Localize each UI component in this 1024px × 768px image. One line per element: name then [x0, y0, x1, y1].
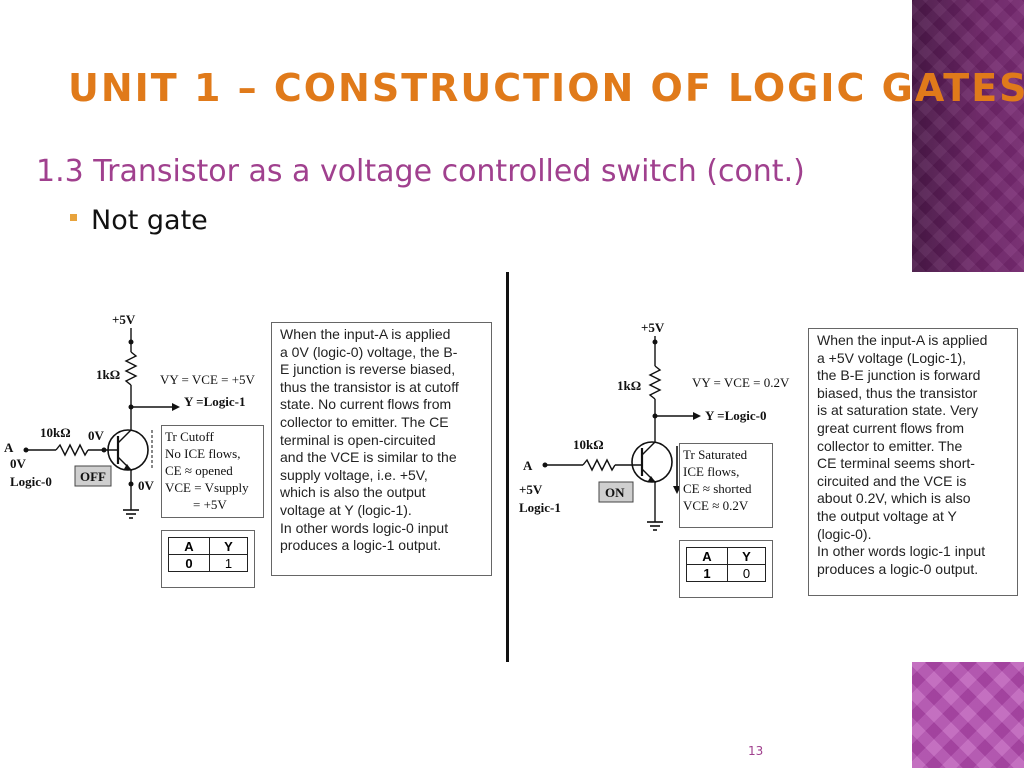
truth-header-y: Y — [726, 547, 767, 565]
right-base-resistor — [582, 458, 616, 472]
left-supply-label: +5V — [112, 312, 136, 327]
right-input-logic: Logic-1 — [519, 500, 561, 515]
slide-subtitle: 1.3 Transistor as a voltage controlled s… — [36, 154, 805, 189]
note-line: thus the transistor is at cutoff — [280, 378, 459, 395]
left-circuit-diagram: +5V 1kΩ VY = VCE = +5V Y =Logic-1 0V A — [0, 300, 270, 530]
note-line: terminal is open-circuited — [280, 431, 436, 448]
note-line: a 0V (logic-0) voltage, the B- — [280, 343, 458, 360]
note-line: the output voltage at Y — [817, 507, 957, 524]
note-line: and the VCE is similar to the — [280, 449, 457, 466]
left-emitter-voltage: 0V — [138, 478, 155, 493]
note-line: In other words logic-1 input — [817, 543, 986, 560]
note-line: biased, thus the transistor — [817, 384, 978, 401]
truth-cell-y: 0 — [726, 564, 767, 582]
right-y-label: Y =Logic-0 — [705, 408, 766, 423]
decorative-panel-top — [912, 0, 1024, 272]
note-line: When the input-A is applied — [280, 326, 451, 342]
truth-cell-y: 1 — [208, 554, 249, 572]
left-state-line: VCE = Vsupply — [165, 480, 249, 495]
left-rb-label: 10kΩ — [40, 425, 71, 440]
bullet-square-icon — [70, 214, 77, 221]
bullet-item: Not gate — [70, 205, 208, 236]
right-circuit-diagram: +5V 1kΩ VY = VCE = 0.2V Y =Logic-0 A 10k… — [515, 310, 805, 540]
page-number: 13 — [748, 744, 764, 758]
note-line: (logic-0). — [817, 525, 872, 542]
note-line: state. No current flows from — [280, 396, 452, 413]
right-switch-state: ON — [605, 485, 625, 500]
left-switch-state: OFF — [80, 469, 106, 484]
note-line: which is also the output — [280, 484, 426, 501]
left-rc-label: 1kΩ — [96, 367, 120, 382]
note-line: In other words logic-0 input — [280, 519, 449, 536]
note-line: E junction is reverse biased, — [280, 361, 456, 378]
note-line: voltage at Y (logic-1). — [280, 501, 412, 518]
left-vy-equation: VY = VCE = +5V — [160, 372, 256, 387]
note-line: a +5V voltage (Logic-1), — [817, 349, 967, 366]
right-rc-label: 1kΩ — [617, 378, 641, 393]
note-line: the B-E junction is forward — [817, 367, 981, 384]
left-input-name: A — [4, 440, 14, 455]
right-state-line: ICE flows, — [683, 464, 740, 479]
note-line: CE terminal seems short- — [817, 455, 975, 472]
left-input-logic: Logic-0 — [10, 474, 52, 489]
decorative-panel-bottom — [912, 662, 1024, 768]
left-transistor-state-box: Tr Cutoff No ICE flows, CE ≈ opened VCE … — [161, 425, 264, 518]
note-line: is at saturation state. Very — [817, 402, 979, 419]
right-explanation-box: When the input-A is applied a +5V voltag… — [808, 328, 1018, 596]
truth-header-a: A — [168, 537, 210, 555]
right-collector-resistor — [648, 365, 662, 400]
note-line: great current flows from — [817, 419, 965, 436]
note-line: supply voltage, i.e. +5V, — [280, 466, 428, 483]
truth-header-a: A — [686, 547, 728, 565]
right-transistor — [631, 441, 673, 483]
right-state-line: VCE ≈ 0.2V — [683, 498, 749, 513]
left-state-line: = +5V — [193, 497, 227, 512]
right-state-line: CE ≈ shorted — [683, 481, 752, 496]
left-state-line: Tr Cutoff — [165, 429, 214, 444]
note-line: When the input-A is applied — [817, 332, 988, 348]
note-line: produces a logic-0 output. — [817, 560, 979, 577]
right-state-line: Tr Saturated — [683, 447, 748, 462]
note-line: collector to emitter. The CE — [280, 413, 449, 430]
right-transistor-state-box: Tr Saturated ICE flows, CE ≈ shorted VCE… — [679, 443, 773, 528]
right-supply-label: +5V — [641, 320, 665, 335]
note-line: about 0.2V, which is also — [817, 490, 971, 507]
note-line: collector to emitter. The — [817, 437, 963, 454]
right-input-voltage: +5V — [519, 482, 543, 497]
left-y-label: Y =Logic-1 — [184, 394, 245, 409]
right-input-name: A — [523, 458, 533, 473]
truth-cell-a: 1 — [686, 564, 728, 582]
slide-title: UNIT 1 – CONSTRUCTION OF LOGIC GATES — [68, 66, 1024, 110]
truth-header-y: Y — [208, 537, 249, 555]
left-base-voltage: 0V — [88, 428, 105, 443]
left-base-resistor — [55, 443, 89, 457]
right-rb-label: 10kΩ — [573, 437, 604, 452]
left-state-line: CE ≈ opened — [165, 463, 233, 478]
left-collector-resistor — [124, 351, 138, 386]
left-explanation-box: When the input-A is applied a 0V (logic-… — [271, 322, 492, 576]
vertical-divider — [506, 272, 509, 662]
note-line: circuited and the VCE is — [817, 472, 967, 489]
note-line: produces a logic-1 output. — [280, 537, 442, 554]
bullet-text: Not gate — [91, 205, 208, 236]
truth-cell-a: 0 — [168, 554, 210, 572]
left-input-voltage: 0V — [10, 456, 27, 471]
left-state-line: No ICE flows, — [165, 446, 241, 461]
right-vy-equation: VY = VCE = 0.2V — [692, 375, 790, 390]
